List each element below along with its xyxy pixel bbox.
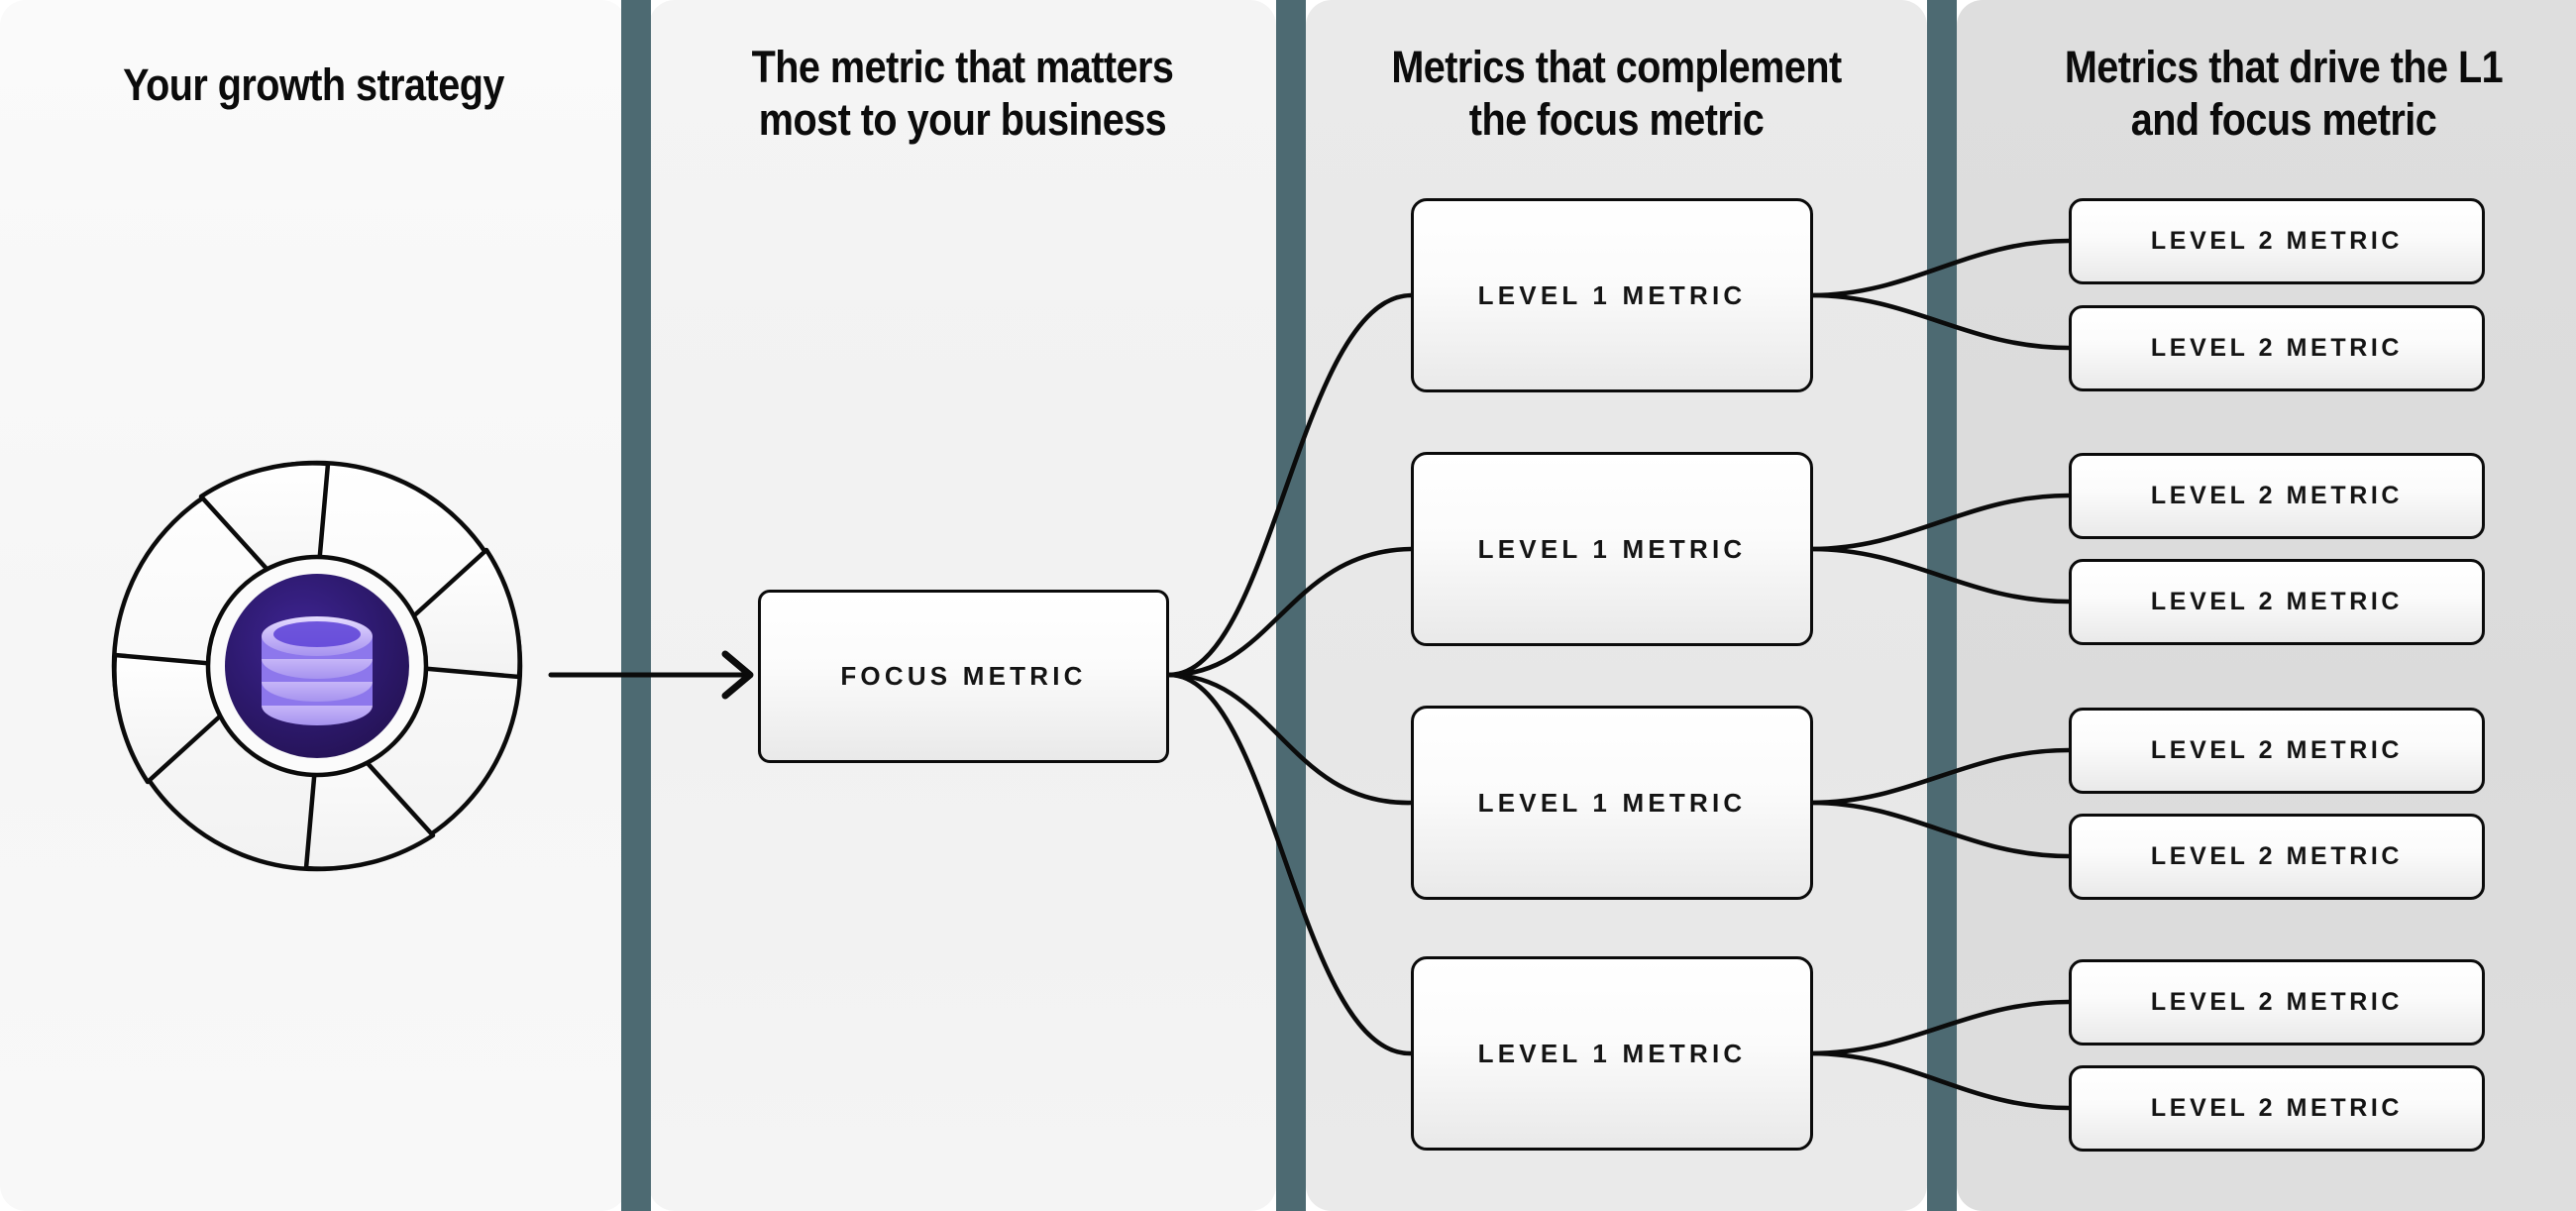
node-level2-metric-1-label: LEVEL 2 METRIC (2150, 227, 2404, 255)
node-level2-metric-2-label: LEVEL 2 METRIC (2150, 334, 2404, 362)
node-level1-metric-2[interactable]: LEVEL 1 METRIC (1411, 452, 1813, 646)
node-level2-metric-3[interactable]: LEVEL 2 METRIC (2069, 453, 2485, 539)
node-level2-metric-2[interactable]: LEVEL 2 METRIC (2069, 305, 2485, 391)
node-level1-metric-1-label: LEVEL 1 METRIC (1477, 279, 1747, 310)
node-level2-metric-7[interactable]: LEVEL 2 METRIC (2069, 959, 2485, 1046)
node-level2-metric-6[interactable]: LEVEL 2 METRIC (2069, 814, 2485, 900)
arrow-right-icon (548, 650, 754, 700)
node-level2-metric-1[interactable]: LEVEL 2 METRIC (2069, 198, 2485, 284)
node-level2-metric-8-label: LEVEL 2 METRIC (2150, 1094, 2404, 1122)
node-level1-metric-3[interactable]: LEVEL 1 METRIC (1411, 706, 1813, 900)
node-level1-metric-4[interactable]: LEVEL 1 METRIC (1411, 956, 1813, 1151)
node-level2-metric-7-label: LEVEL 2 METRIC (2150, 988, 2404, 1016)
column-divider-1 (621, 0, 651, 1211)
node-level1-metric-4-label: LEVEL 1 METRIC (1477, 1038, 1747, 1068)
node-level2-metric-5-label: LEVEL 2 METRIC (2150, 736, 2404, 764)
node-focus-metric[interactable]: FOCUS METRIC (758, 590, 1169, 763)
node-focus-metric-label: FOCUS METRIC (840, 661, 1087, 691)
node-level2-metric-3-label: LEVEL 2 METRIC (2150, 482, 2404, 509)
column-title-growth-strategy: Your growth strategy (123, 59, 504, 110)
node-level2-metric-4[interactable]: LEVEL 2 METRIC (2069, 559, 2485, 645)
node-level2-metric-5[interactable]: LEVEL 2 METRIC (2069, 708, 2485, 794)
database-aperture-logo (111, 460, 523, 872)
node-level1-metric-3-label: LEVEL 1 METRIC (1477, 787, 1747, 818)
node-level2-metric-8[interactable]: LEVEL 2 METRIC (2069, 1065, 2485, 1152)
node-level2-metric-6-label: LEVEL 2 METRIC (2150, 842, 2404, 870)
node-level2-metric-4-label: LEVEL 2 METRIC (2150, 588, 2404, 615)
database-icon (262, 616, 373, 725)
node-level1-metric-2-label: LEVEL 1 METRIC (1477, 533, 1747, 564)
column-divider-3 (1927, 0, 1957, 1211)
node-level1-metric-1[interactable]: LEVEL 1 METRIC (1411, 198, 1813, 392)
